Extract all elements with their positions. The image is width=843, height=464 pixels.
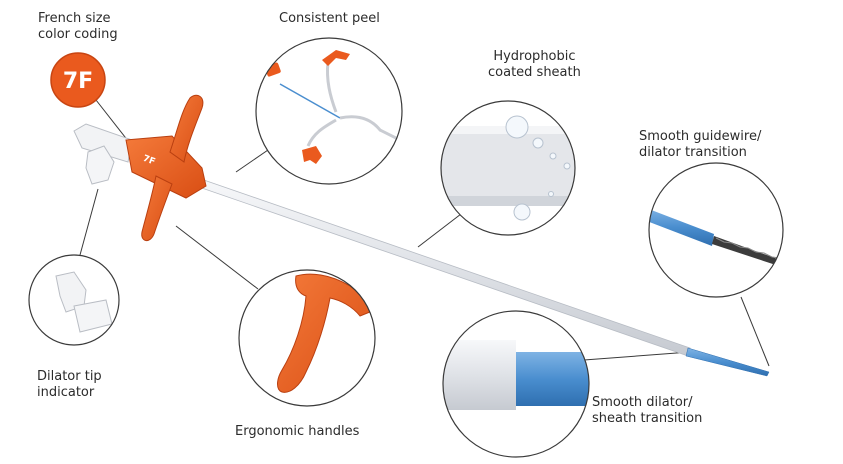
- callout-dilator-tip: [28, 254, 120, 346]
- badge-text: 7F: [63, 69, 93, 94]
- handle-upper: [169, 94, 204, 163]
- callout-hydrophobic: [440, 100, 576, 236]
- peel-handle-bottom: [302, 146, 322, 164]
- label-french-size: French size color coding: [38, 11, 118, 42]
- leader-peel: [235, 149, 269, 173]
- callout-ergonomic: [238, 269, 376, 407]
- dilator-tab: [85, 145, 115, 185]
- label-dilator-tip: Dilator tip indicator: [37, 369, 102, 400]
- droplet: [549, 152, 557, 160]
- droplet: [563, 162, 571, 170]
- callout-guidewire: [648, 162, 784, 298]
- leader-ds: [583, 351, 691, 361]
- hub-marking: 7F: [141, 154, 156, 168]
- leader-tip: [79, 188, 99, 256]
- droplet: [513, 203, 531, 221]
- badge-circle: [50, 52, 106, 108]
- label-guidewire: Smooth guidewire/ dilator transition: [639, 129, 762, 160]
- introducer-device: 7F: [73, 94, 770, 377]
- dilator-blue-tip: [685, 347, 770, 377]
- french-size-badge: 7F: [50, 52, 106, 108]
- droplet: [505, 115, 529, 139]
- label-hydrophobic: Hydrophobic coated sheath: [488, 49, 581, 80]
- callout-consistent-peel: [255, 37, 403, 185]
- label-dilator-sheath: Smooth dilator/ sheath transition: [592, 395, 703, 426]
- leader-lines: [79, 99, 770, 367]
- leader-handle: [175, 225, 259, 290]
- label-consistent-peel: Consistent peel: [279, 11, 380, 26]
- handle-lower: [141, 175, 173, 241]
- droplet: [548, 191, 554, 197]
- callout-dilator-sheath: [442, 310, 590, 458]
- droplet: [532, 137, 544, 149]
- peel-handle-top: [322, 50, 350, 66]
- label-ergonomic: Ergonomic handles: [235, 424, 360, 439]
- leader-hydro: [417, 213, 462, 248]
- leader-guide: [740, 296, 770, 367]
